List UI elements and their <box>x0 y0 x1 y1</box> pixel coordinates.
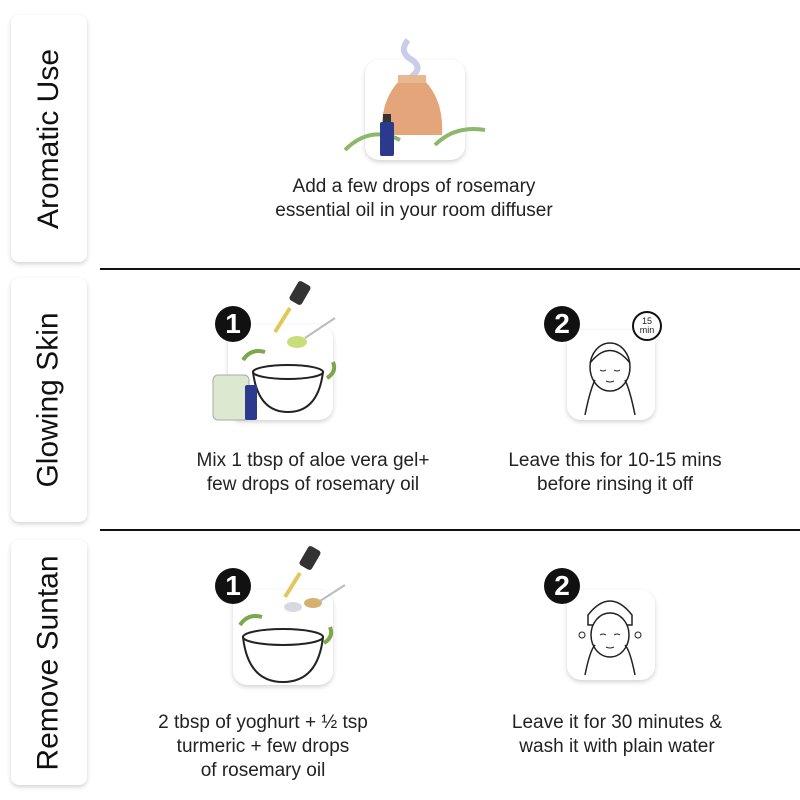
step-description: Mix 1 tbsp of aloe vera gel+ few drops o… <box>197 449 430 497</box>
face-mask-illustration <box>584 342 636 416</box>
diffuser-illustration <box>343 38 486 156</box>
step-number: 2 <box>554 570 570 601</box>
step-number: 1 <box>225 570 241 601</box>
text-line: Mix 1 tbsp of aloe vera gel+ <box>196 450 430 471</box>
text-line: of rosemary oil <box>200 760 326 781</box>
mix-aloe-illustration <box>212 281 337 421</box>
divider <box>100 268 800 270</box>
section-label: Glowing Skin <box>32 312 66 488</box>
section-tab-aromatic-use: Aromatic Use <box>11 15 87 262</box>
step-description: Leave this for 10-15 mins before rinsing… <box>508 449 721 497</box>
step-description: Add a few drops of rosemary essential oi… <box>275 175 552 223</box>
divider <box>100 529 800 531</box>
step-number-badge: 1 <box>215 306 251 342</box>
text-line: Leave this for 10-15 mins <box>508 450 722 471</box>
step-number: 2 <box>554 308 570 339</box>
step-description: 2 tbsp of yoghurt + ½ tsp turmeric + few… <box>158 711 368 783</box>
timer-15-min-icon: 15 min <box>632 311 662 341</box>
text-line: essential oil in your room diffuser <box>275 200 553 221</box>
section-tab-remove-suntan: Remove Suntan <box>11 540 87 785</box>
step-number: 1 <box>225 308 241 339</box>
step-number-badge: 1 <box>215 568 251 604</box>
mix-yoghurt-illustration <box>238 546 346 684</box>
timer-unit: min <box>639 325 655 335</box>
section-label: Remove Suntan <box>32 554 66 771</box>
text-line: few drops of rosemary oil <box>206 474 420 495</box>
text-line: wash it with plain water <box>519 736 715 757</box>
section-label: Aromatic Use <box>32 48 66 229</box>
text-line: Leave it for 30 minutes & <box>511 712 723 733</box>
section-tab-glowing-skin: Glowing Skin <box>11 278 87 522</box>
step-number-badge: 2 <box>544 568 580 604</box>
step-description: Leave it for 30 minutes & wash it with p… <box>512 711 722 759</box>
text-line: 2 tbsp of yoghurt + ½ tsp <box>158 712 368 733</box>
text-line: Add a few drops of rosemary <box>292 176 536 197</box>
step-number-badge: 2 <box>544 306 580 342</box>
text-line: turmeric + few drops <box>176 736 350 757</box>
face-wash-illustration <box>578 600 642 676</box>
text-line: before rinsing it off <box>537 474 693 495</box>
timer-value: 15 <box>641 316 652 326</box>
